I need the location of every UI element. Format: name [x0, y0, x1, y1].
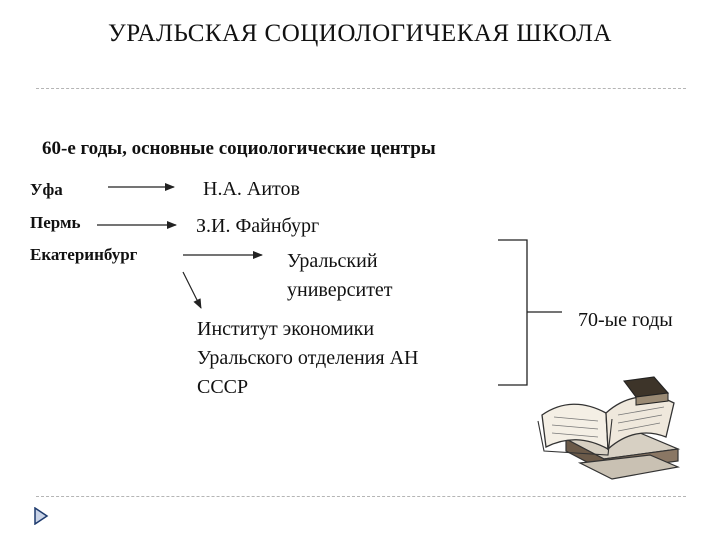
university-line-1: Уральский [287, 250, 378, 272]
slide-title: УРАЛЬСКАЯ СОЦИОЛОГИЧЕКАЯ ШКОЛА [108, 20, 612, 47]
city-perm: Пермь [30, 213, 81, 232]
person-aitov: Н.А. Аитов [203, 178, 300, 200]
bottom-divider [36, 496, 686, 497]
institute-line-2: Уральского отделения АН [197, 347, 419, 369]
right-brace [498, 239, 562, 386]
institute-line-1: Институт экономики [197, 318, 375, 340]
open-books-icon [528, 375, 688, 488]
person-fainburg: З.И. Файнбург [196, 215, 320, 237]
institute-line-3: СССР [197, 376, 249, 398]
triangle-arrow-icon[interactable] [33, 506, 49, 530]
city-ekaterinburg: Екатеринбург [30, 245, 138, 264]
arrow-ekb-institute [182, 271, 202, 309]
university-line-2: университет [287, 279, 393, 301]
top-divider [36, 88, 686, 89]
city-ufa: Уфа [30, 180, 63, 199]
subtitle: 60-е годы, основные социологические цент… [42, 138, 436, 159]
seventies-label: 70-ые годы [578, 309, 673, 331]
